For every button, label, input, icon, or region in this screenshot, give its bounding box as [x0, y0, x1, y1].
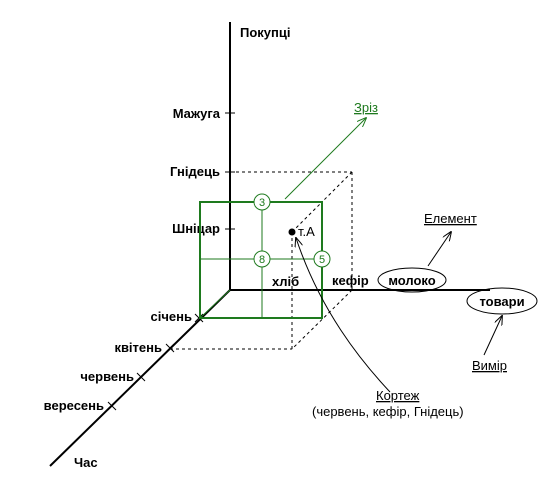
- slice-label: Зріз: [354, 100, 378, 115]
- vertical-tick-shnitsar: Шніцар: [172, 221, 220, 236]
- horizontal-tick-moloko: молоко: [388, 273, 435, 288]
- cube-edge-dashed: [291, 289, 353, 350]
- diagonal-tick-kviten: квітень: [114, 340, 162, 355]
- point-a-dot: [288, 228, 296, 236]
- slice-arrow: [284, 118, 366, 200]
- tuple-label: Кортеж: [376, 388, 420, 403]
- dimension-arrow: [483, 316, 502, 356]
- diagonal-tick-cherven: червень: [80, 369, 134, 384]
- horizontal-tick-khlib: хліб: [272, 274, 299, 289]
- diagonal-tick-veresen: вересень: [44, 398, 104, 413]
- tuple-arrow: [296, 238, 391, 393]
- cell-circle-top: [253, 193, 271, 211]
- tick-cross: [165, 343, 175, 353]
- point-a-label: т.А: [298, 224, 315, 239]
- cell-number-top: 3: [259, 197, 265, 209]
- cell-circle-right: [313, 250, 331, 268]
- vertical-tick-mazhuga: Мажуга: [173, 106, 221, 121]
- element-arrow: [427, 232, 451, 267]
- dimension-label: Вимір: [472, 358, 507, 373]
- horizontal-axis-label: товари: [479, 294, 524, 309]
- element-label: Елемент: [424, 211, 477, 226]
- cell-number-right: 5: [319, 254, 325, 266]
- cube-edge-dashed: [321, 171, 353, 203]
- tick-cross: [136, 372, 146, 382]
- diagonal-tick-sichen: січень: [151, 309, 192, 324]
- tick-cross: [107, 401, 117, 411]
- cell-circle-left: [253, 250, 271, 268]
- cube-edge-dashed: [291, 201, 323, 233]
- slice-back-edge: [199, 289, 231, 319]
- tuple-value: (червень, кефір, Гнідець): [312, 404, 464, 419]
- element-ellipse: [377, 267, 447, 293]
- diagonal-axis-label: Час: [74, 455, 98, 470]
- vertical-tick-hnidets: Гнідець: [170, 164, 220, 179]
- vertical-axis-label: Покупці: [240, 25, 290, 40]
- cell-number-left: 8: [259, 254, 265, 266]
- horizontal-tick-kefir: кефір: [332, 273, 369, 288]
